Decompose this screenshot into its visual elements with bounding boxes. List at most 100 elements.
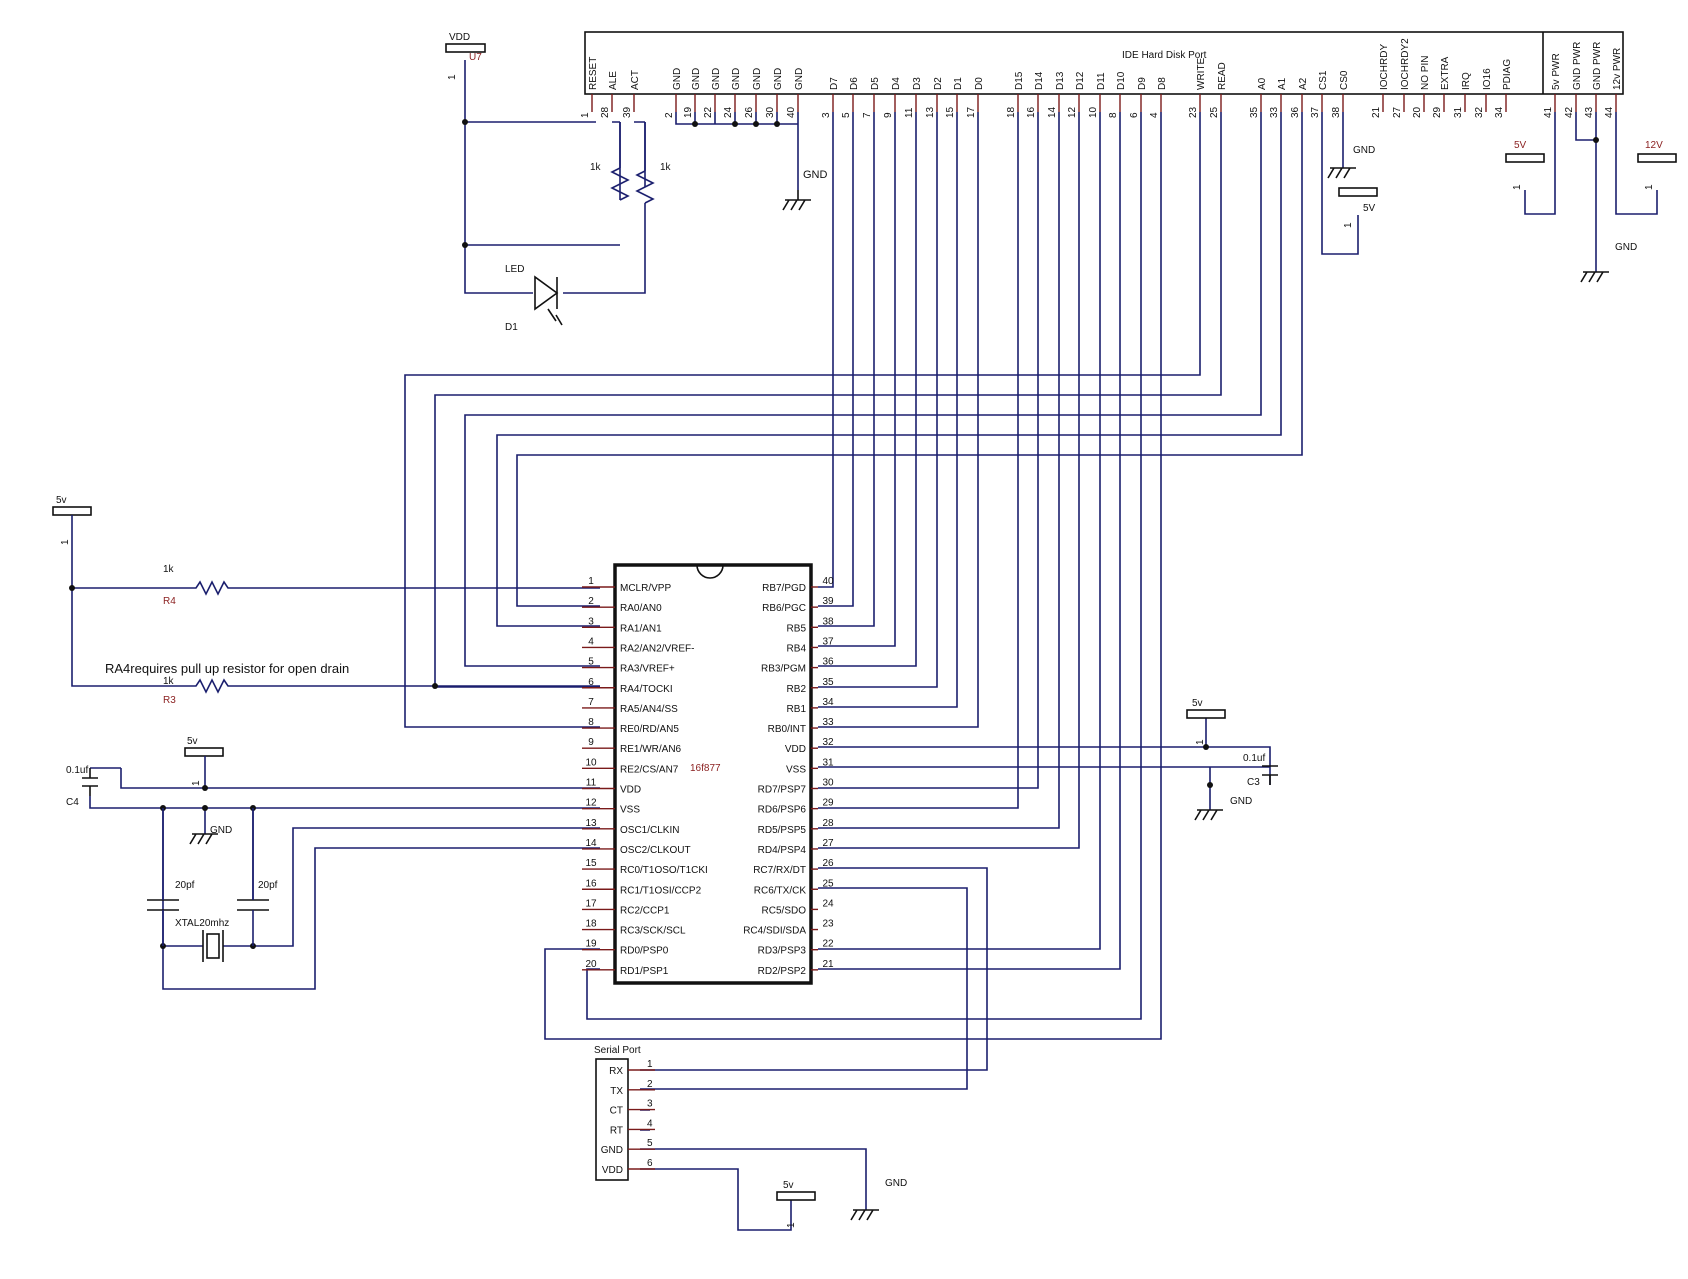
mcu-pin-number: 28 (822, 818, 834, 829)
ide-pin-name: ACT (630, 70, 641, 90)
c4-ref: C4 (66, 797, 79, 808)
ide-pin-number: 6 (1129, 112, 1140, 118)
ide-pin-name: A0 (1257, 77, 1268, 90)
ide-pin-number: 23 (1188, 106, 1199, 118)
serial-pin-rt: RT4 (610, 1118, 655, 1136)
ide-pin-number: 39 (622, 106, 633, 118)
c3-value: 0.1uf (1243, 753, 1265, 764)
mcu-pin-number: 33 (822, 717, 834, 728)
serial-pin-number: 1 (647, 1059, 653, 1070)
serial-pin-ct: CT 3 (610, 1099, 655, 1117)
serial-pin-number: 3 (647, 1099, 653, 1110)
mcu-pin-name: RD0/PSP0 (620, 946, 669, 957)
c-osc1-value: 20pf (175, 880, 195, 891)
ide-pin-name: GND (752, 68, 763, 90)
serial-pin-name: CT (610, 1106, 623, 1117)
v5-c3-pin: 1 (1195, 739, 1206, 745)
ide-pin-name: D4 (891, 77, 902, 90)
v5-c3-label: 5v (1192, 698, 1203, 709)
u7-pin-label: 1 (447, 74, 458, 80)
mcu-pin-name: RB1 (787, 704, 807, 715)
mcu-pin-name: OSC1/CLKIN (620, 825, 679, 836)
ide-pin-name: D13 (1055, 71, 1066, 90)
mcu-pin-name: RC2/CCP1 (620, 905, 670, 916)
v5-mclr-pin: 1 (60, 539, 71, 545)
ide-pin-number: 11 (904, 107, 915, 118)
mcu-pin-name: RB5 (787, 623, 807, 634)
ide-pin-name: D2 (933, 77, 944, 90)
c3-ref: C3 (1247, 777, 1260, 788)
ide-pin-number: 28 (600, 106, 611, 118)
mcu-pin-number: 4 (588, 636, 594, 647)
mcu-pin-number: 3 (588, 616, 594, 627)
gnd-label-ide: GND (803, 169, 828, 181)
ide-pin-name: GND (731, 68, 742, 90)
v12-pin: 1 (1644, 184, 1655, 190)
serial-pin-number: 6 (647, 1158, 653, 1169)
mcu-pin-name: VSS (620, 805, 640, 816)
mcu-pin-number: 2 (588, 596, 594, 607)
ide-pin-number: 1 (580, 112, 591, 118)
ide-pin-name: D3 (912, 77, 923, 90)
ide-pin-number: 19 (683, 106, 694, 118)
ide-pin-d3-11: D3 11 (904, 77, 923, 118)
ide-pin-number: 29 (1432, 106, 1443, 118)
mcu-pin-number: 10 (585, 757, 597, 768)
ide-pin-name: D7 (829, 77, 840, 90)
ide-pin-number: 30 (765, 106, 776, 118)
mcu-pin-number: 12 (585, 798, 597, 809)
mcu-pin-number: 9 (588, 737, 594, 748)
mcu-pin-name: RC3/SCK/SCL (620, 926, 686, 937)
capacitor-c4: 0.1uf C4 (66, 765, 98, 808)
ide-pin-number: 7 (862, 112, 873, 118)
ide-pin-name: D6 (849, 77, 860, 90)
v5-cs-pin: 1 (1343, 222, 1354, 228)
ide-pin-number: 27 (1392, 106, 1403, 118)
ra4-note: RA4requires pull up resistor for open dr… (105, 661, 349, 676)
v5-mclr-label: 5v (56, 495, 67, 506)
mcu-pin-number: 35 (822, 677, 834, 688)
mcu-pin-number: 6 (588, 677, 594, 688)
mcu-pin-number: 29 (822, 798, 834, 809)
mcu-pin-name: RC1/T1OSI/CCP2 (620, 885, 702, 896)
v5-vdd-label: 5v (187, 736, 198, 747)
mcu-pin-name: RD6/PSP6 (758, 805, 807, 816)
serial-pin-name: RT (610, 1125, 623, 1136)
mcu-pin-name: RD7/PSP7 (758, 785, 807, 796)
mcu-pin-number: 30 (822, 778, 834, 789)
ide-pin-d7-3: D73 (821, 77, 840, 118)
ide-pin-name: READ (1217, 62, 1228, 90)
junction-dots (69, 119, 1599, 949)
mcu-pin-name: RE2/CS/AN7 (620, 764, 679, 775)
mcu-pin-name: RC5/SDO (762, 905, 807, 916)
mcu-pin-number: 15 (585, 858, 597, 869)
mcu-pin-number: 37 (822, 636, 834, 647)
mcu-pin-name: RB6/PGC (762, 603, 806, 614)
ide-pin-act-39: ACT 39 (622, 70, 641, 118)
